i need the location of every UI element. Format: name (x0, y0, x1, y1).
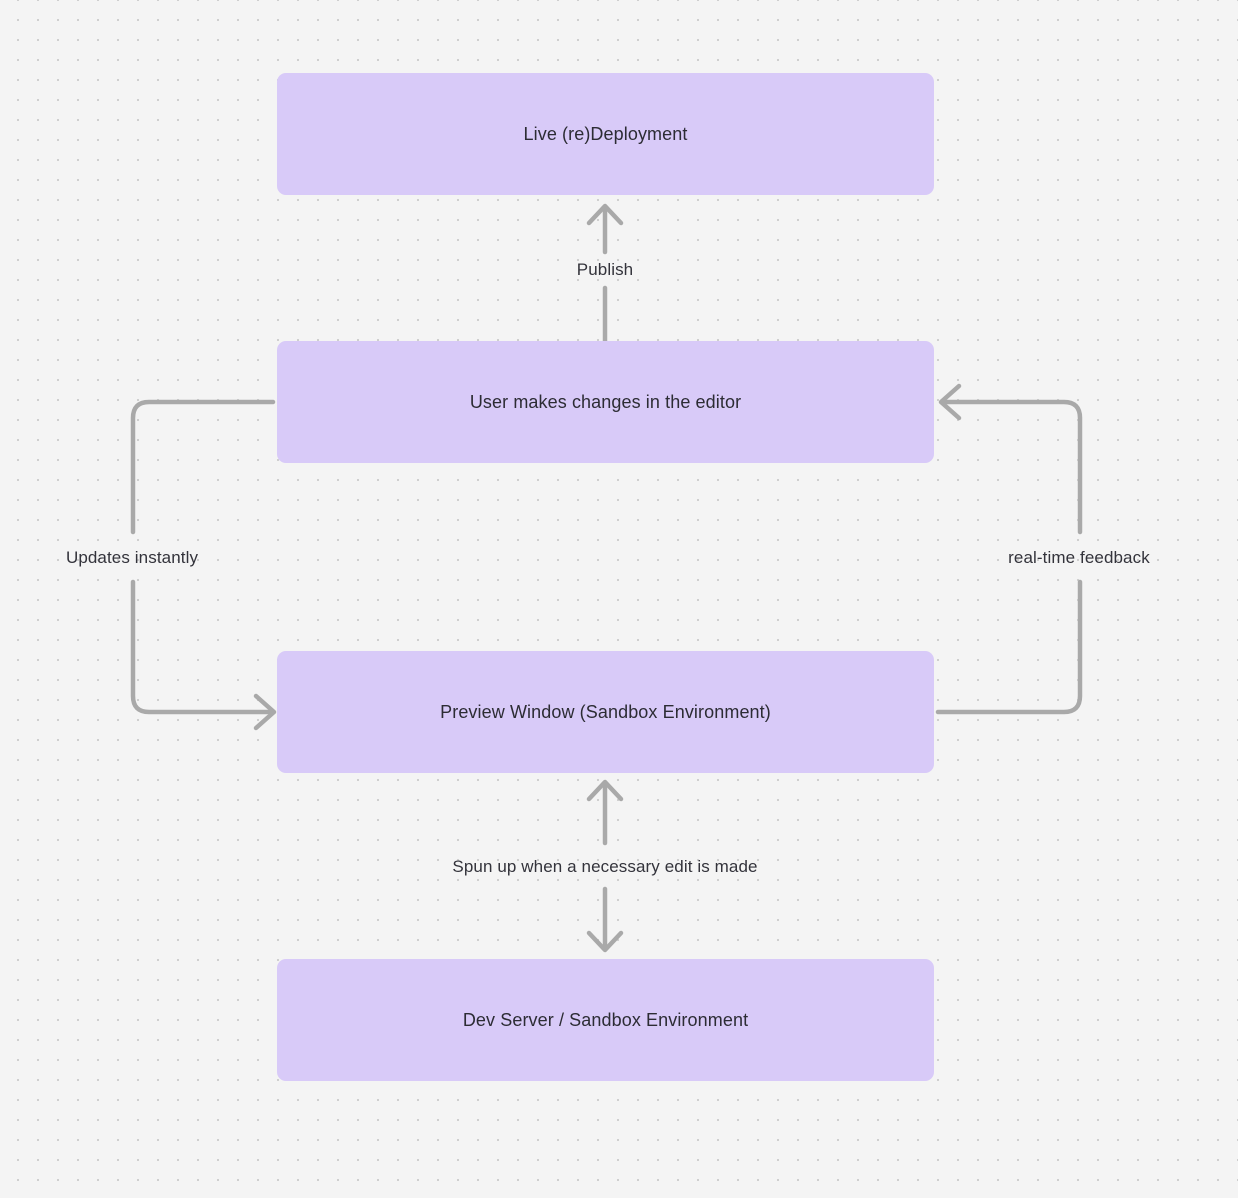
node-label: Dev Server / Sandbox Environment (462, 1009, 749, 1030)
edge-label-publish: Publish (576, 259, 634, 279)
node-live-deployment[interactable]: Live (re)Deployment (277, 73, 934, 195)
node-label: Live (re)Deployment (523, 123, 688, 144)
node-user-edits[interactable]: User makes changes in the editor (277, 341, 934, 463)
node-label: User makes changes in the editor (469, 391, 742, 412)
edge-label-real-time-feedback: real-time feedback (1008, 547, 1150, 567)
node-label: Preview Window (Sandbox Environment) (440, 701, 771, 722)
edge-label-updates-instantly: Updates instantly (65, 547, 199, 567)
edge-label-spun-up: Spun up when a necessary edit is made (452, 856, 758, 876)
node-dev-server[interactable]: Dev Server / Sandbox Environment (277, 959, 934, 1081)
arrowhead-up-icon (586, 779, 624, 802)
arrowhead-down-icon (586, 930, 624, 953)
arrowhead-up-icon (586, 203, 624, 226)
arrowhead-left-icon (938, 383, 962, 421)
node-preview-window[interactable]: Preview Window (Sandbox Environment) (277, 651, 934, 773)
arrowhead-right-icon (253, 693, 277, 731)
